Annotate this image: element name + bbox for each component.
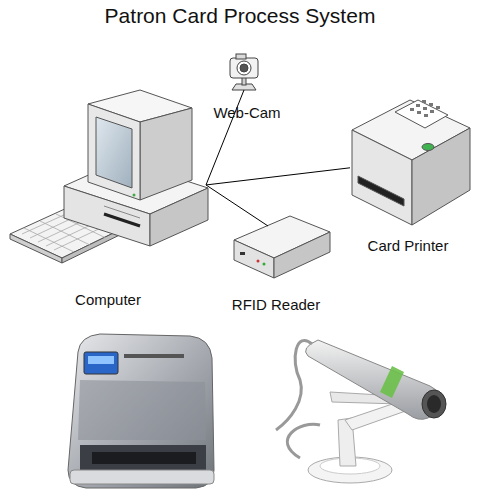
reader-icon xyxy=(234,216,330,278)
connector-line xyxy=(206,185,268,226)
webcam-icon xyxy=(230,54,258,90)
device-label: Card Printer xyxy=(328,237,480,254)
device-node: Web-Cam xyxy=(228,52,260,90)
reader-photo xyxy=(276,340,446,483)
printer-photo xyxy=(68,334,214,488)
device-label: RFID Reader xyxy=(196,296,356,313)
device-label: Web-Cam xyxy=(167,104,327,121)
device-node: Card Printer xyxy=(350,88,472,228)
printer-icon xyxy=(352,100,470,225)
diagram-title: Patron Card Process System xyxy=(0,4,480,28)
device-label: Computer xyxy=(28,291,188,308)
device-node: RFID Reader xyxy=(232,226,332,280)
device-node: Computer xyxy=(62,88,206,248)
connector-line xyxy=(206,168,350,185)
monitor-icon xyxy=(88,90,192,200)
